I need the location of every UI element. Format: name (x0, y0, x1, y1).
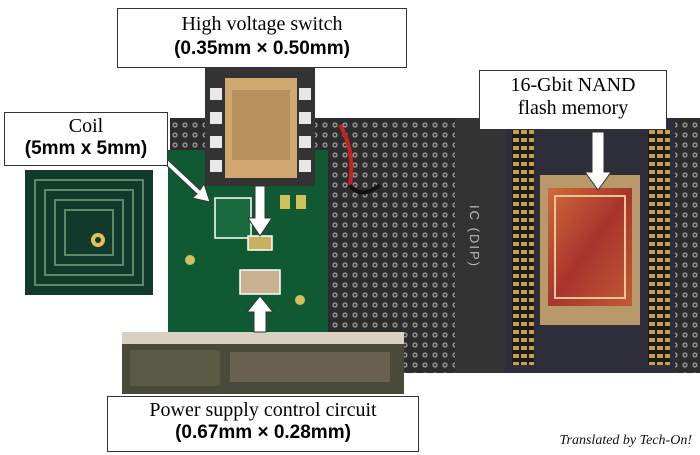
arrow-nand (584, 131, 612, 191)
label-nand-flash: 16-Gbit NAND flash memory (479, 70, 667, 130)
board-text-ic-dip: IC (DIP) (467, 205, 482, 268)
label-hv-name: High voltage switch (181, 13, 343, 35)
label-nand-line2: flash memory (517, 97, 629, 119)
arrow-hv-switch (247, 185, 273, 237)
label-power-name: Power supply control circuit (149, 399, 377, 421)
arrow-power-circuit (245, 295, 275, 333)
credit-text: Translated by Tech-On! (559, 433, 692, 448)
label-coil: Coil (5mm x 5mm) (4, 112, 168, 166)
label-high-voltage-switch: High voltage switch (0.35mm × 0.50mm) (117, 8, 407, 68)
ic-dip-socket (455, 118, 505, 373)
label-coil-name: Coil (68, 115, 104, 137)
label-power-size: (0.67mm × 0.28mm) (175, 422, 351, 443)
label-nand-line1: 16-Gbit NAND (510, 74, 636, 96)
label-coil-size: (5mm x 5mm) (24, 138, 148, 159)
label-hv-size: (0.35mm × 0.50mm) (174, 38, 350, 59)
label-power-supply-control: Power supply control circuit (0.67mm × 0… (107, 396, 419, 452)
arrow-coil (164, 159, 211, 203)
